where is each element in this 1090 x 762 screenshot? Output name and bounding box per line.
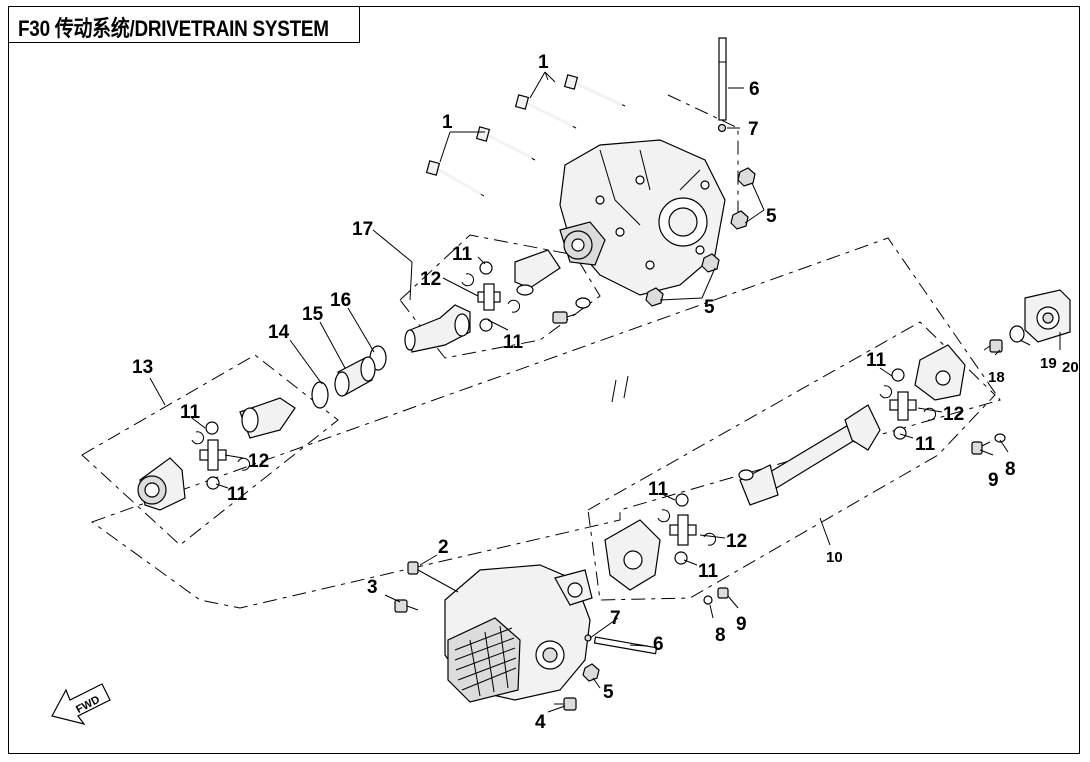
universal-cross-17 — [477, 283, 501, 311]
callout-8: 8 — [715, 625, 726, 646]
assembly-boundary-10 — [587, 321, 996, 601]
propshaft-assembly-10 — [604, 344, 966, 591]
callout-11: 11 — [503, 332, 524, 353]
callout-11: 11 — [698, 561, 719, 582]
break-mark — [623, 375, 629, 399]
callout-4: 4 — [535, 712, 546, 733]
pin-rear — [717, 37, 727, 133]
callout-1: 1 — [538, 52, 549, 73]
diagram-frame — [8, 6, 1080, 754]
assembly-boundary-main — [90, 237, 1001, 609]
long-bolts — [425, 74, 626, 197]
title-box: F30 传动系统/DRIVETRAIN SYSTEM — [8, 6, 360, 43]
callout-12: 12 — [248, 451, 269, 472]
callout-16: 16 — [330, 290, 351, 311]
callout-11: 11 — [180, 402, 201, 423]
callout-11: 11 — [866, 350, 887, 371]
leader-lines — [149, 71, 1061, 713]
callout-3: 3 — [367, 577, 378, 598]
front-differential — [444, 564, 593, 703]
callout-9: 9 — [736, 614, 747, 635]
callout-8: 8 — [1005, 459, 1016, 480]
callout-7: 7 — [610, 608, 621, 629]
callout-11: 11 — [648, 479, 669, 500]
flange-20 — [983, 289, 1071, 353]
callout-6: 6 — [653, 634, 664, 655]
callout-1: 1 — [442, 112, 453, 133]
callout-12: 12 — [943, 404, 964, 425]
callout-20: 20 — [1062, 359, 1079, 376]
bolt-washer-right — [971, 433, 1006, 455]
front-bolts — [394, 561, 729, 711]
nuts-rear — [645, 167, 756, 307]
callout-7: 7 — [748, 119, 759, 140]
callout-11: 11 — [452, 244, 473, 265]
callout-numbers: 1 1 2 3 4 5 5 5 6 6 7 7 8 8 9 9 10 11 11… — [132, 52, 1079, 733]
callout-14: 14 — [268, 322, 290, 343]
callout-5: 5 — [704, 297, 715, 318]
callout-10: 10 — [826, 549, 843, 566]
callout-11: 11 — [227, 484, 248, 505]
fwd-arrow: FWD — [51, 683, 111, 725]
callout-15: 15 — [302, 304, 324, 325]
callout-17: 17 — [352, 219, 373, 240]
callout-6: 6 — [749, 79, 760, 100]
callout-9: 9 — [988, 470, 999, 491]
bolt-washer-17 — [552, 297, 591, 324]
callout-5: 5 — [603, 682, 614, 703]
callout-12: 12 — [726, 531, 747, 552]
callout-19: 19 — [1040, 355, 1057, 372]
callout-5: 5 — [766, 206, 777, 227]
assembly-boundary-13 — [81, 354, 339, 546]
callout-2: 2 — [438, 537, 449, 558]
page-title: F30 传动系统/DRIVETRAIN SYSTEM — [18, 16, 329, 41]
callout-13: 13 — [132, 357, 153, 378]
cooling-grille — [454, 625, 517, 697]
break-mark — [611, 379, 617, 403]
seals — [311, 345, 387, 409]
coupling-assembly-17 — [404, 249, 561, 353]
coupling-assembly-13 — [137, 397, 296, 511]
callout-18: 18 — [988, 369, 1005, 386]
assembly-boundary-17 — [399, 234, 601, 359]
callout-12: 12 — [420, 269, 441, 290]
rear-differential — [559, 139, 726, 296]
callout-11: 11 — [915, 434, 936, 455]
